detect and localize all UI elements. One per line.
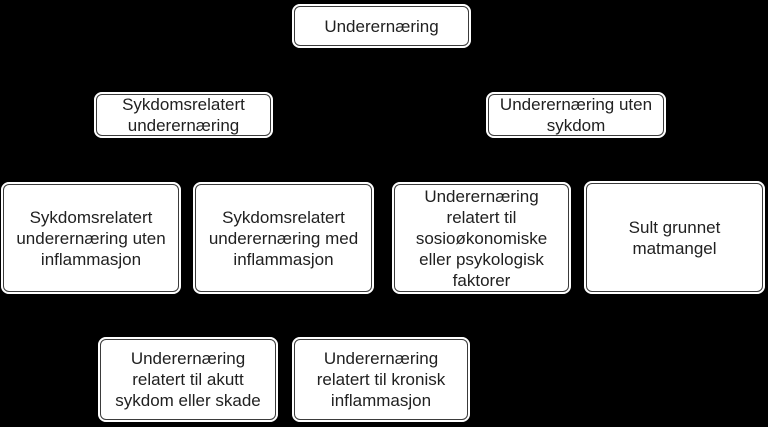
node-underernaering-uten-sykdom: Underernæring uten sykdom [486,92,666,138]
node-label: Underernæring uten sykdom [499,95,653,135]
node-label: Sult grunnet matmangel [628,217,721,258]
node-label: Underernæring relatert til kronisk infla… [316,349,446,410]
node-sult-grunnet-matmangel: Sult grunnet matmangel [584,181,765,294]
node-sykdomsrelatert-uten-inflammasjon: Sykdomsrelatert underernæring uten infla… [1,182,181,294]
node-label: Sykdomsrelatert underernæring med inflam… [208,207,359,269]
node-underernaering: Underernæring [292,4,471,48]
node-label: Underernæring relatert til akutt sykdom … [115,349,261,410]
node-label: Underernæring [324,16,439,36]
node-label: Sykdomsrelatert underernæring uten infla… [16,207,166,269]
node-sykdomsrelatert-med-inflammasjon: Sykdomsrelatert underernæring med inflam… [193,182,374,294]
node-label: Sykdomsrelatert underernæring [122,95,245,135]
node-sykdomsrelatert-underernaering: Sykdomsrelatert underernæring [94,92,273,138]
node-label: Underernæring relatert til sosioøkonomis… [415,186,548,290]
node-akutt-sykdom-skade: Underernæring relatert til akutt sykdom … [98,337,278,422]
node-kronisk-inflammasjon: Underernæring relatert til kronisk infla… [292,337,470,422]
node-sosiookonomiske-faktorer: Underernæring relatert til sosioøkonomis… [392,182,571,294]
